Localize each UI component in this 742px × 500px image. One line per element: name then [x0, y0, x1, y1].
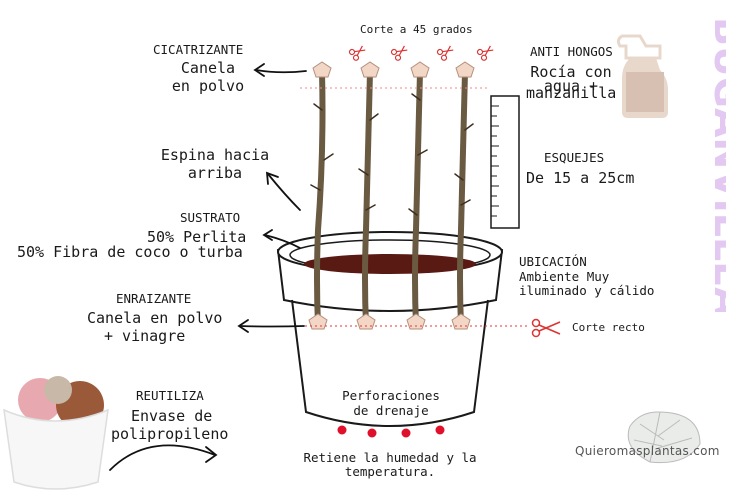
esquejes-heading: ESQUEJES — [544, 150, 605, 165]
ruler-icon — [490, 95, 520, 229]
cicatrizante-heading: CICATRIZANTE — [153, 42, 244, 57]
esquejes-line1: De 15 a 25cm — [526, 169, 635, 187]
watermark-text[interactable]: Quieromasplantas.com — [575, 444, 720, 458]
arrows — [109, 63, 307, 471]
leaf-logo-icon — [627, 411, 701, 464]
espina-line1: Espina hacia — [160, 146, 270, 164]
retiene-line2: temperatura. — [344, 464, 436, 479]
enraizante-line2: + vinagre — [104, 327, 186, 345]
reutiliza-heading: REUTILIZA — [136, 388, 204, 403]
spray-bottle-icon — [616, 34, 668, 118]
anti-hongos-heading: ANTI HONGOS — [530, 44, 613, 59]
anti-hongos-line3: manzanilla — [526, 84, 617, 102]
vertical-title: BUGANVILLEA — [706, 17, 726, 312]
anti-hongos-line1: Rocía con — [530, 63, 612, 81]
ubicacion-heading: UBICACIÓN — [519, 254, 587, 269]
enraizante-heading: ENRAIZANTE — [116, 291, 192, 306]
reutiliza-line1: Envase de — [131, 407, 213, 425]
ubicacion-line1: Ambiente Muy — [519, 269, 610, 284]
cut-tips-bottom — [308, 313, 471, 330]
soil — [304, 254, 476, 274]
sustrato-line2: 50% Fibra de coco o turba — [17, 243, 243, 261]
cut-top-label: Corte a 45 grados — [360, 23, 473, 36]
enraizante-line1: Canela en polvo — [87, 309, 223, 327]
scissors-top-icons — [348, 45, 494, 61]
sustrato-line1: 50% Perlita — [147, 228, 247, 246]
retiene-line1: Retiene la humedad y la — [303, 450, 477, 465]
cut-tips-top — [312, 61, 475, 78]
recycled-cup-image — [3, 376, 109, 490]
sustrato-heading: SUSTRATO — [180, 210, 241, 225]
ubicacion-line2: iluminado y cálido — [519, 283, 655, 298]
perforaciones-line1: Perforaciones — [342, 388, 440, 403]
cicatrizante-line2: en polvo — [171, 77, 245, 95]
drainage-holes — [337, 425, 445, 438]
svg-text:BUGANVILLEA: BUGANVILLEA — [706, 17, 726, 312]
perforaciones-line2: de drenaje — [353, 403, 429, 418]
corte-recto-label: Corte recto — [572, 321, 645, 334]
cuttings — [310, 69, 474, 328]
pot — [276, 231, 504, 427]
reutiliza-line2: polipropileno — [111, 425, 229, 443]
scissors-icon — [531, 318, 561, 338]
espina-line2: arriba — [187, 164, 243, 182]
anti-hongos-line2: agua + — [543, 77, 599, 95]
cicatrizante-line1: Canela — [180, 59, 236, 77]
